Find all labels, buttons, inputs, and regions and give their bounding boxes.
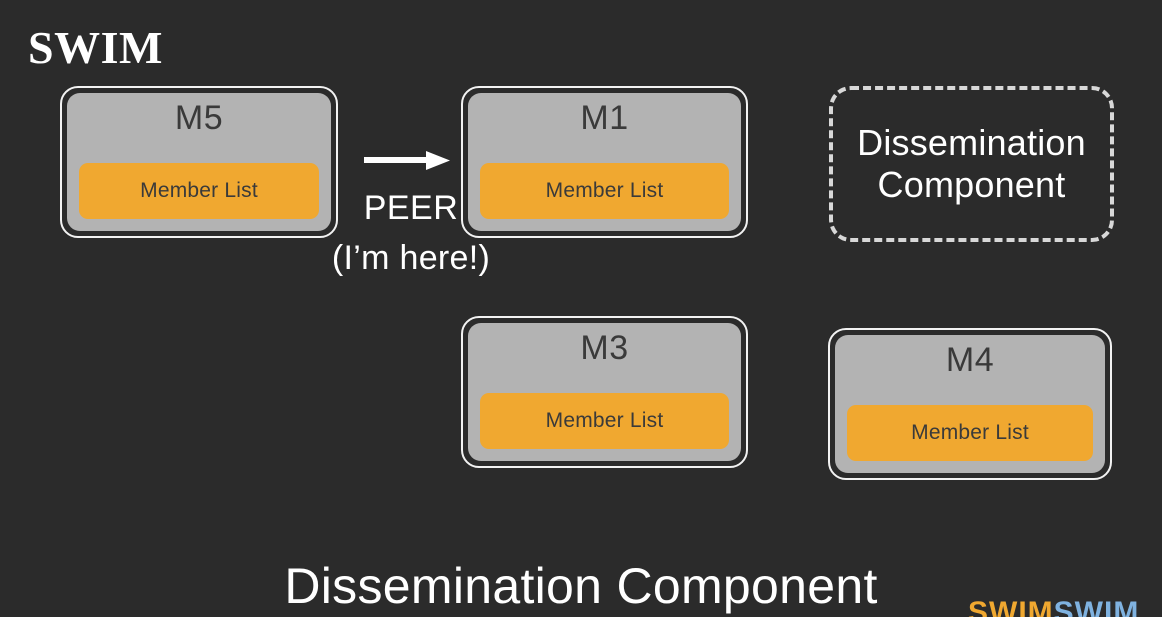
page-title: SWIM	[28, 22, 163, 73]
corner-watermark: SWIMSWIM	[968, 598, 1139, 617]
node-m1-label: M1	[580, 99, 629, 137]
node-m3[interactable]: M3 Member List	[461, 316, 748, 468]
corner-watermark-part-a: SWIM	[968, 596, 1054, 617]
peer-sublabel: (I’m here!)	[331, 239, 491, 277]
node-m5-body: M5 Member List	[67, 93, 331, 231]
corner-watermark-part-b: SWIM	[1053, 596, 1140, 617]
node-m4-label: M4	[945, 341, 995, 379]
node-m5[interactable]: M5 Member List	[60, 86, 338, 238]
node-m3-member-list[interactable]: Member List	[480, 393, 729, 449]
node-m1[interactable]: M1 Member List	[461, 86, 748, 238]
node-m4-member-list[interactable]: Member List	[847, 405, 1093, 461]
bottom-caption: Dissemination Component	[284, 558, 878, 614]
dissemination-box-line2: Component	[877, 164, 1066, 205]
dissemination-component-box[interactable]: Dissemination Component	[829, 86, 1114, 242]
node-m4[interactable]: M4 Member List	[828, 328, 1112, 480]
node-m1-member-list[interactable]: Member List	[480, 163, 729, 219]
node-m5-label: M5	[174, 99, 224, 137]
peer-label: PEER	[363, 189, 459, 227]
node-m5-member-list[interactable]: Member List	[79, 163, 319, 219]
dissemination-component-box-text: Dissemination Component	[857, 122, 1086, 206]
node-m3-label: M3	[580, 329, 629, 367]
node-m4-body: M4 Member List	[835, 335, 1105, 473]
node-m1-body: M1 Member List	[468, 93, 741, 231]
dissemination-box-line1: Dissemination	[857, 122, 1086, 163]
node-m3-body: M3 Member List	[468, 323, 741, 461]
peer-arrow-icon	[362, 149, 454, 173]
